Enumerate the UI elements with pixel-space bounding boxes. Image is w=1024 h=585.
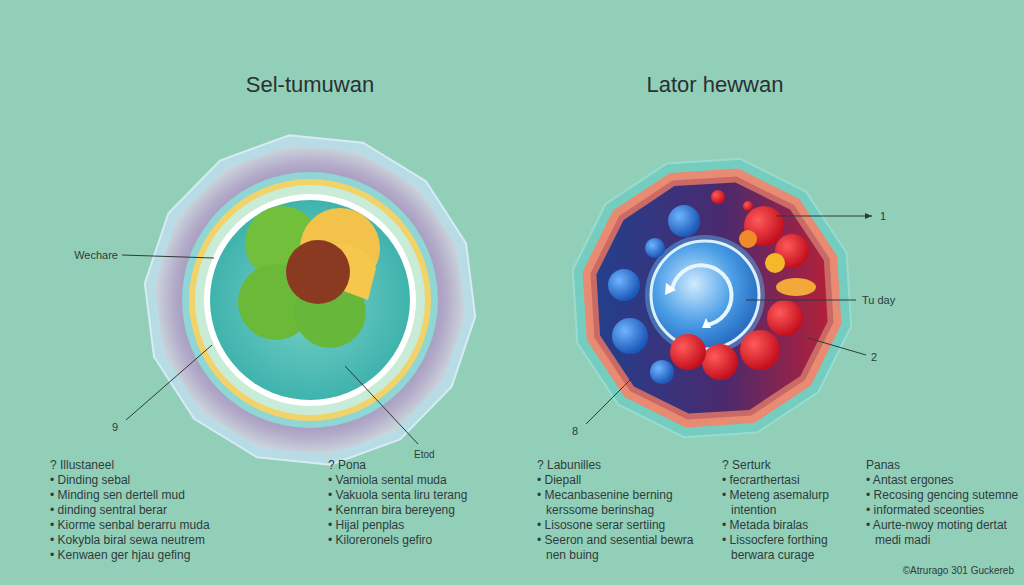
- arrowhead: [865, 213, 872, 219]
- nucleolus: [672, 265, 732, 325]
- list-item: • fecrarthertasi: [722, 473, 871, 488]
- part-label: Etod: [414, 448, 435, 461]
- list-item: • Kiorme senbal berarru muda: [50, 518, 299, 533]
- list-item: • Metada biralas: [722, 518, 871, 533]
- animal-cell: [573, 159, 851, 437]
- organelle: [739, 230, 757, 248]
- list-item: • dinding sentral berar: [50, 503, 299, 518]
- cell-wall: [155, 145, 465, 455]
- cell-ring: [189, 179, 431, 421]
- callout-number: 1: [880, 209, 886, 223]
- list-item: Panas: [866, 458, 1020, 473]
- cell-ring: [195, 185, 425, 415]
- list-item: • Aurte-nwoy moting dertat medi madi: [866, 518, 1020, 548]
- cell-membrane: [583, 169, 842, 428]
- cell-ring: [182, 172, 438, 428]
- list-item: • Vamiola sental muda: [328, 473, 527, 488]
- list-item: • Lissocfere forthing berwara curage: [722, 533, 871, 563]
- list-item: • Lisosone serar sertiing: [537, 518, 711, 533]
- list-item: • Kokybla biral sewa neutrem: [50, 533, 299, 548]
- list-item: • Recosing gencing sutemne: [866, 488, 1020, 503]
- plant-cell: [145, 135, 475, 464]
- cell-membrane: [204, 194, 416, 406]
- nucleus: [651, 241, 759, 349]
- organelle: [776, 278, 816, 296]
- list-item: • Kenrran bira bereyeng: [328, 503, 527, 518]
- list-item: ? Illustaneel: [50, 458, 299, 473]
- organelle: [765, 253, 785, 273]
- callout-number: 8: [572, 424, 578, 438]
- watermark: ©Atrurago 301 Guckereb: [903, 564, 1014, 577]
- list-item: • Mecanbasenine berning kerssome berinsh…: [537, 488, 711, 518]
- list-item: • Kiloreronels gefiro: [328, 533, 527, 548]
- cytoplasm: [210, 200, 410, 400]
- list-item: • Hijal penplas: [328, 518, 527, 533]
- list-item: • Antast ergones: [866, 473, 1020, 488]
- list-item: • Vakuola senta liru terang: [328, 488, 527, 503]
- list-item: • Kenwaen ger hjau gefing: [50, 548, 299, 563]
- leader-line: [122, 216, 872, 444]
- callout-number: 9: [112, 420, 118, 434]
- cell-outline: [573, 159, 851, 437]
- nucleus: [286, 240, 350, 304]
- list-item: • Minding sen dertell mud: [50, 488, 299, 503]
- list-item: • Diepall: [537, 473, 711, 488]
- list-item: ? Serturk: [722, 458, 871, 473]
- list-item: • Meteng asemalurp intention: [722, 488, 871, 518]
- part-label: Wechare: [74, 248, 118, 262]
- cell-outline: [145, 135, 475, 464]
- list-item: • Seeron and sesential bewra nen buing: [537, 533, 711, 563]
- list-item: ? Labunilles: [537, 458, 711, 473]
- nucleolus: [665, 283, 711, 328]
- cell-title: Sel-tumuwan: [246, 70, 374, 99]
- cell-title: Lator hewwan: [647, 70, 784, 99]
- list-item: • informated sceonties: [866, 503, 1020, 518]
- list-item: ? Pona: [328, 458, 527, 473]
- list-item: • Dinding sebal: [50, 473, 299, 488]
- part-label: Tu day: [862, 293, 895, 307]
- callout-number: 2: [871, 350, 877, 364]
